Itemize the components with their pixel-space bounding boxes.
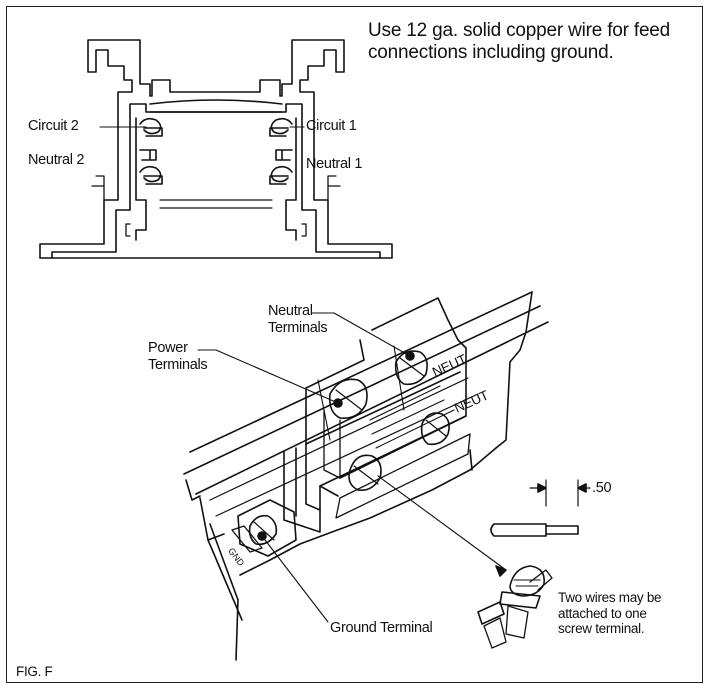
- circuit-1-label: Circuit 1: [306, 118, 357, 134]
- figure-frame: [6, 6, 703, 683]
- two-wires-line-1: Two wires may be: [558, 590, 662, 605]
- neutral-terminals-line-2: Terminals: [268, 319, 328, 336]
- power-terminals-line-2: Terminals: [148, 356, 208, 373]
- neutral-terminals-line-1: Neutral: [268, 303, 313, 319]
- power-terminals-line-1: Power: [148, 340, 188, 356]
- power-terminals-label: Power Terminals: [148, 340, 208, 373]
- two-wires-line-3: screw terminal.: [558, 621, 645, 637]
- two-wires-note: Two wires may be attached to one screw t…: [558, 590, 662, 637]
- strip-length-label: .50: [592, 480, 612, 496]
- neutral-1-label: Neutral 1: [306, 156, 363, 172]
- two-wires-line-2: attached to one: [558, 605, 647, 621]
- track-profile: [39, 39, 393, 259]
- track-assembly: [183, 291, 591, 661]
- neutral-terminals-label: Neutral Terminals: [268, 303, 328, 336]
- neutral-2-label: Neutral 2: [28, 152, 85, 168]
- wire-spec-line-1: Use 12 ga. solid copper wire for feed: [368, 20, 671, 41]
- wire-spec-note: Use 12 ga. solid copper wire for feed co…: [368, 20, 670, 64]
- circuit-2-label: Circuit 2: [28, 118, 79, 134]
- wire-spec-line-2: connections including ground.: [368, 41, 614, 63]
- figure-label: FIG. F: [16, 664, 53, 679]
- ground-terminal-label: Ground Terminal: [330, 620, 433, 636]
